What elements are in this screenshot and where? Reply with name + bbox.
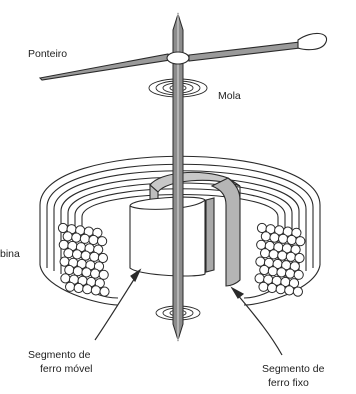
- coil-wire-section: [63, 232, 72, 241]
- label-segmento-movel-line2: ferro móvel: [40, 363, 93, 375]
- coil-wire-section: [66, 282, 75, 291]
- coil-wire-section: [80, 234, 89, 243]
- label-ponteiro: Ponteiro: [28, 48, 67, 60]
- arrow-fixed-segment: [232, 288, 282, 355]
- coil-wire-section: [65, 265, 74, 274]
- coil-cross-section-left: [58, 223, 109, 296]
- coil-wire-section: [91, 269, 100, 278]
- label-segmento-fixo-line1: Segmento de: [262, 363, 325, 375]
- coil-wire-section: [287, 235, 296, 244]
- coil-wire-section: [285, 286, 294, 295]
- coil-wire-section: [295, 253, 304, 262]
- coil-wire-section: [278, 251, 287, 260]
- coil-wire-section: [268, 267, 277, 276]
- coil-wire-section: [59, 240, 68, 249]
- coil-wire-section: [90, 252, 99, 261]
- coil-wire-section: [286, 252, 295, 261]
- label-bobina: bina: [0, 248, 20, 260]
- coil-wire-section: [98, 253, 107, 262]
- coil-wire-section: [286, 269, 295, 278]
- label-segmento-movel-line1: Segmento de: [28, 349, 91, 361]
- coil-wire-section: [98, 237, 107, 246]
- coil-wire-section: [99, 270, 108, 279]
- coil-wire-section: [276, 285, 285, 294]
- coil-wire-section: [83, 285, 92, 294]
- coil-wire-section: [270, 233, 279, 242]
- coil-wire-section: [268, 283, 277, 292]
- coil-wire-section: [58, 223, 67, 232]
- coil-wire-section: [269, 250, 278, 259]
- coil-wire-section: [257, 240, 266, 249]
- coil-wire-section: [64, 249, 73, 258]
- coil-wire-section: [294, 270, 303, 279]
- coil-wire-section: [293, 287, 302, 296]
- coil-wire-section: [89, 235, 98, 244]
- coil-wire-section: [255, 274, 264, 283]
- coil-wire-section: [81, 251, 90, 260]
- coil-wire-section: [91, 286, 100, 295]
- coil-wire-section: [279, 234, 288, 243]
- coil-wire-section: [257, 223, 266, 232]
- coil-wire-section: [72, 233, 81, 242]
- coil-wire-section: [256, 257, 265, 266]
- coil-wire-section: [261, 249, 270, 258]
- coil-wire-section: [296, 237, 305, 246]
- coil-wire-section: [100, 287, 109, 296]
- coil-wire-section: [73, 267, 82, 276]
- label-mola: Mola: [218, 90, 241, 102]
- coil-wire-section: [73, 250, 82, 259]
- coil-wire-section: [82, 268, 91, 277]
- coil-cross-section-right: [255, 223, 305, 296]
- moving-iron-segment: [130, 197, 205, 276]
- coil-wire-section: [261, 232, 270, 241]
- coil-wire-section: [60, 257, 69, 266]
- coil-wire-section: [260, 265, 269, 274]
- coil-wire-section: [277, 268, 286, 277]
- coil-wire-section: [61, 274, 70, 283]
- coil-wire-section: [259, 282, 268, 291]
- coil-wire-section: [74, 283, 83, 292]
- label-segmento-fixo-line2: ferro fixo: [268, 377, 309, 389]
